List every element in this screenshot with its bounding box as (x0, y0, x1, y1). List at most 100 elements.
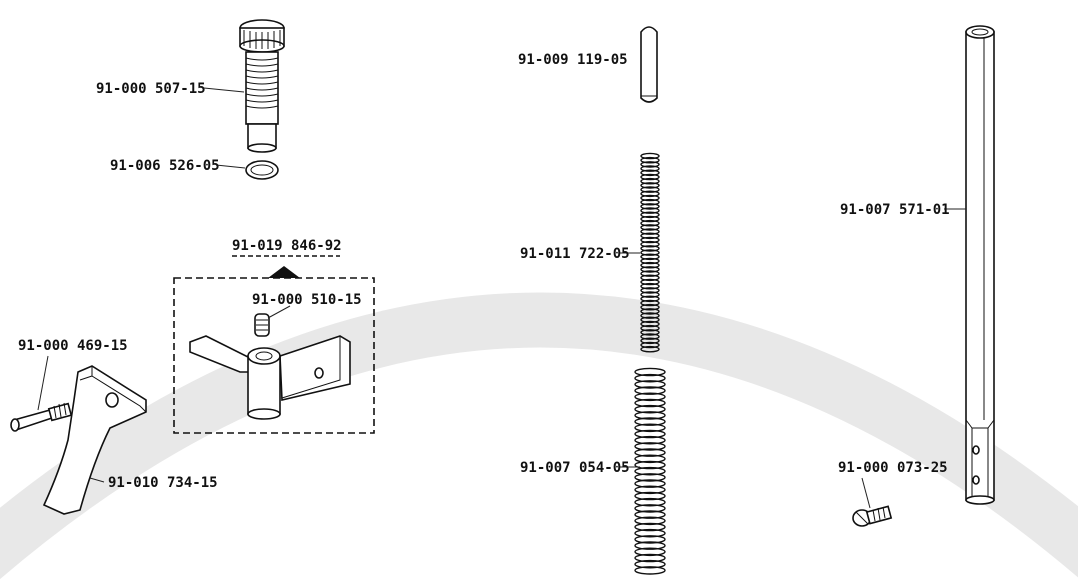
spring-coil (640, 245, 660, 252)
spring-coil (634, 454, 666, 464)
label-bar: 91-007 571-01 (840, 202, 950, 218)
spring-coil (634, 553, 666, 563)
spring-coil (634, 559, 666, 569)
spring-coil (640, 169, 660, 177)
leader-set-screw (861, 477, 871, 509)
spring-coil (634, 547, 666, 557)
spring-coil (640, 156, 660, 164)
spring-coil (634, 491, 666, 501)
spring-coil (640, 177, 660, 185)
spring-coil (634, 522, 666, 532)
spring-coil (634, 429, 666, 439)
label-long-spring: 91-007 054-05 (520, 460, 630, 476)
spring-coil (640, 282, 660, 290)
label-pin-screw: 91-000 469-15 (18, 338, 128, 354)
spring-coil (634, 442, 666, 451)
spring-coil (634, 373, 666, 383)
label-pin: 91-009 119-05 (518, 52, 628, 68)
spring-coil (640, 152, 660, 160)
short-spring-drawing (640, 152, 660, 353)
spring-coil (640, 215, 660, 223)
spring-coil (640, 274, 660, 282)
label-lever: 91-010 734-15 (108, 475, 218, 491)
spring-coil (640, 308, 660, 315)
long-spring-drawing (634, 367, 666, 575)
leader-pin-screw (37, 355, 49, 411)
spring-coil (634, 392, 666, 402)
spring-coil (634, 404, 666, 414)
spring-coil (640, 337, 660, 345)
spring-coil (640, 303, 660, 311)
spring-coil (640, 257, 660, 265)
spring-coil (640, 299, 660, 307)
spring-coil (640, 312, 660, 319)
spring-coil (634, 541, 666, 550)
label-o-ring: 91-006 526-05 (110, 158, 220, 174)
spring-coil (640, 295, 660, 303)
spring-coil (640, 266, 660, 273)
label-knob-screw: 91-000 507-15 (96, 81, 206, 97)
spring-coil (634, 367, 666, 377)
spring-coil (640, 173, 660, 181)
spring-coil (634, 479, 666, 488)
spring-coil (640, 219, 660, 227)
leader-knob-screw (203, 87, 245, 93)
assembly-pointer-icon (268, 266, 300, 278)
spring-coil (634, 423, 666, 433)
spring-coil (640, 278, 660, 286)
spring-coil (640, 253, 660, 261)
lever-drawing (42, 365, 147, 515)
spring-coil (634, 535, 666, 544)
spring-coil (640, 232, 660, 240)
spring-coil (640, 165, 660, 172)
assembly-box (173, 277, 375, 434)
bar-drawing (965, 25, 995, 505)
label-assembly: 91-019 846-92 (232, 238, 342, 254)
spring-coil (640, 194, 660, 202)
spring-coil (640, 345, 660, 353)
knob-screw-drawing (239, 19, 285, 153)
bracket-drawing (189, 335, 351, 420)
spring-coil (634, 497, 666, 507)
spring-coil (634, 448, 666, 457)
spring-coil (634, 386, 666, 395)
spring-coil (640, 287, 660, 294)
spring-coil (640, 240, 660, 248)
o-ring-drawing (245, 160, 279, 180)
spring-coil (640, 329, 660, 336)
leader-o-ring (215, 164, 246, 169)
watermark-arc (0, 292, 1078, 580)
spring-coil (634, 398, 666, 408)
pin-drawing (640, 26, 658, 103)
spring-coil (640, 270, 660, 277)
label-set-screw: 91-000 073-25 (838, 460, 948, 476)
spring-coil (634, 566, 666, 575)
spring-coil (634, 466, 666, 476)
spring-coil (634, 516, 666, 526)
spring-coil (634, 411, 666, 420)
spring-coil (640, 249, 660, 256)
label-short-spring: 91-011 722-05 (520, 246, 630, 262)
spring-coil (640, 198, 660, 206)
spring-coil (640, 333, 660, 340)
spring-coil (634, 485, 666, 495)
spring-coil (640, 207, 660, 214)
spring-coil (640, 261, 660, 269)
small-screw-drawing (254, 313, 270, 337)
spring-coil (634, 528, 666, 538)
spring-coil (640, 341, 660, 349)
spring-coil (634, 510, 666, 519)
spring-coil (640, 182, 660, 189)
spring-coil (640, 224, 660, 231)
spring-coil (640, 211, 660, 219)
spring-coil (640, 316, 660, 324)
spring-coil (634, 417, 666, 426)
spring-coil (634, 473, 666, 482)
pin-screw-drawing (10, 402, 73, 432)
set-screw-drawing (852, 505, 893, 527)
spring-coil (634, 380, 666, 389)
spring-coil (640, 186, 660, 193)
spring-coil (634, 460, 666, 470)
leader-small-screw (267, 305, 291, 319)
